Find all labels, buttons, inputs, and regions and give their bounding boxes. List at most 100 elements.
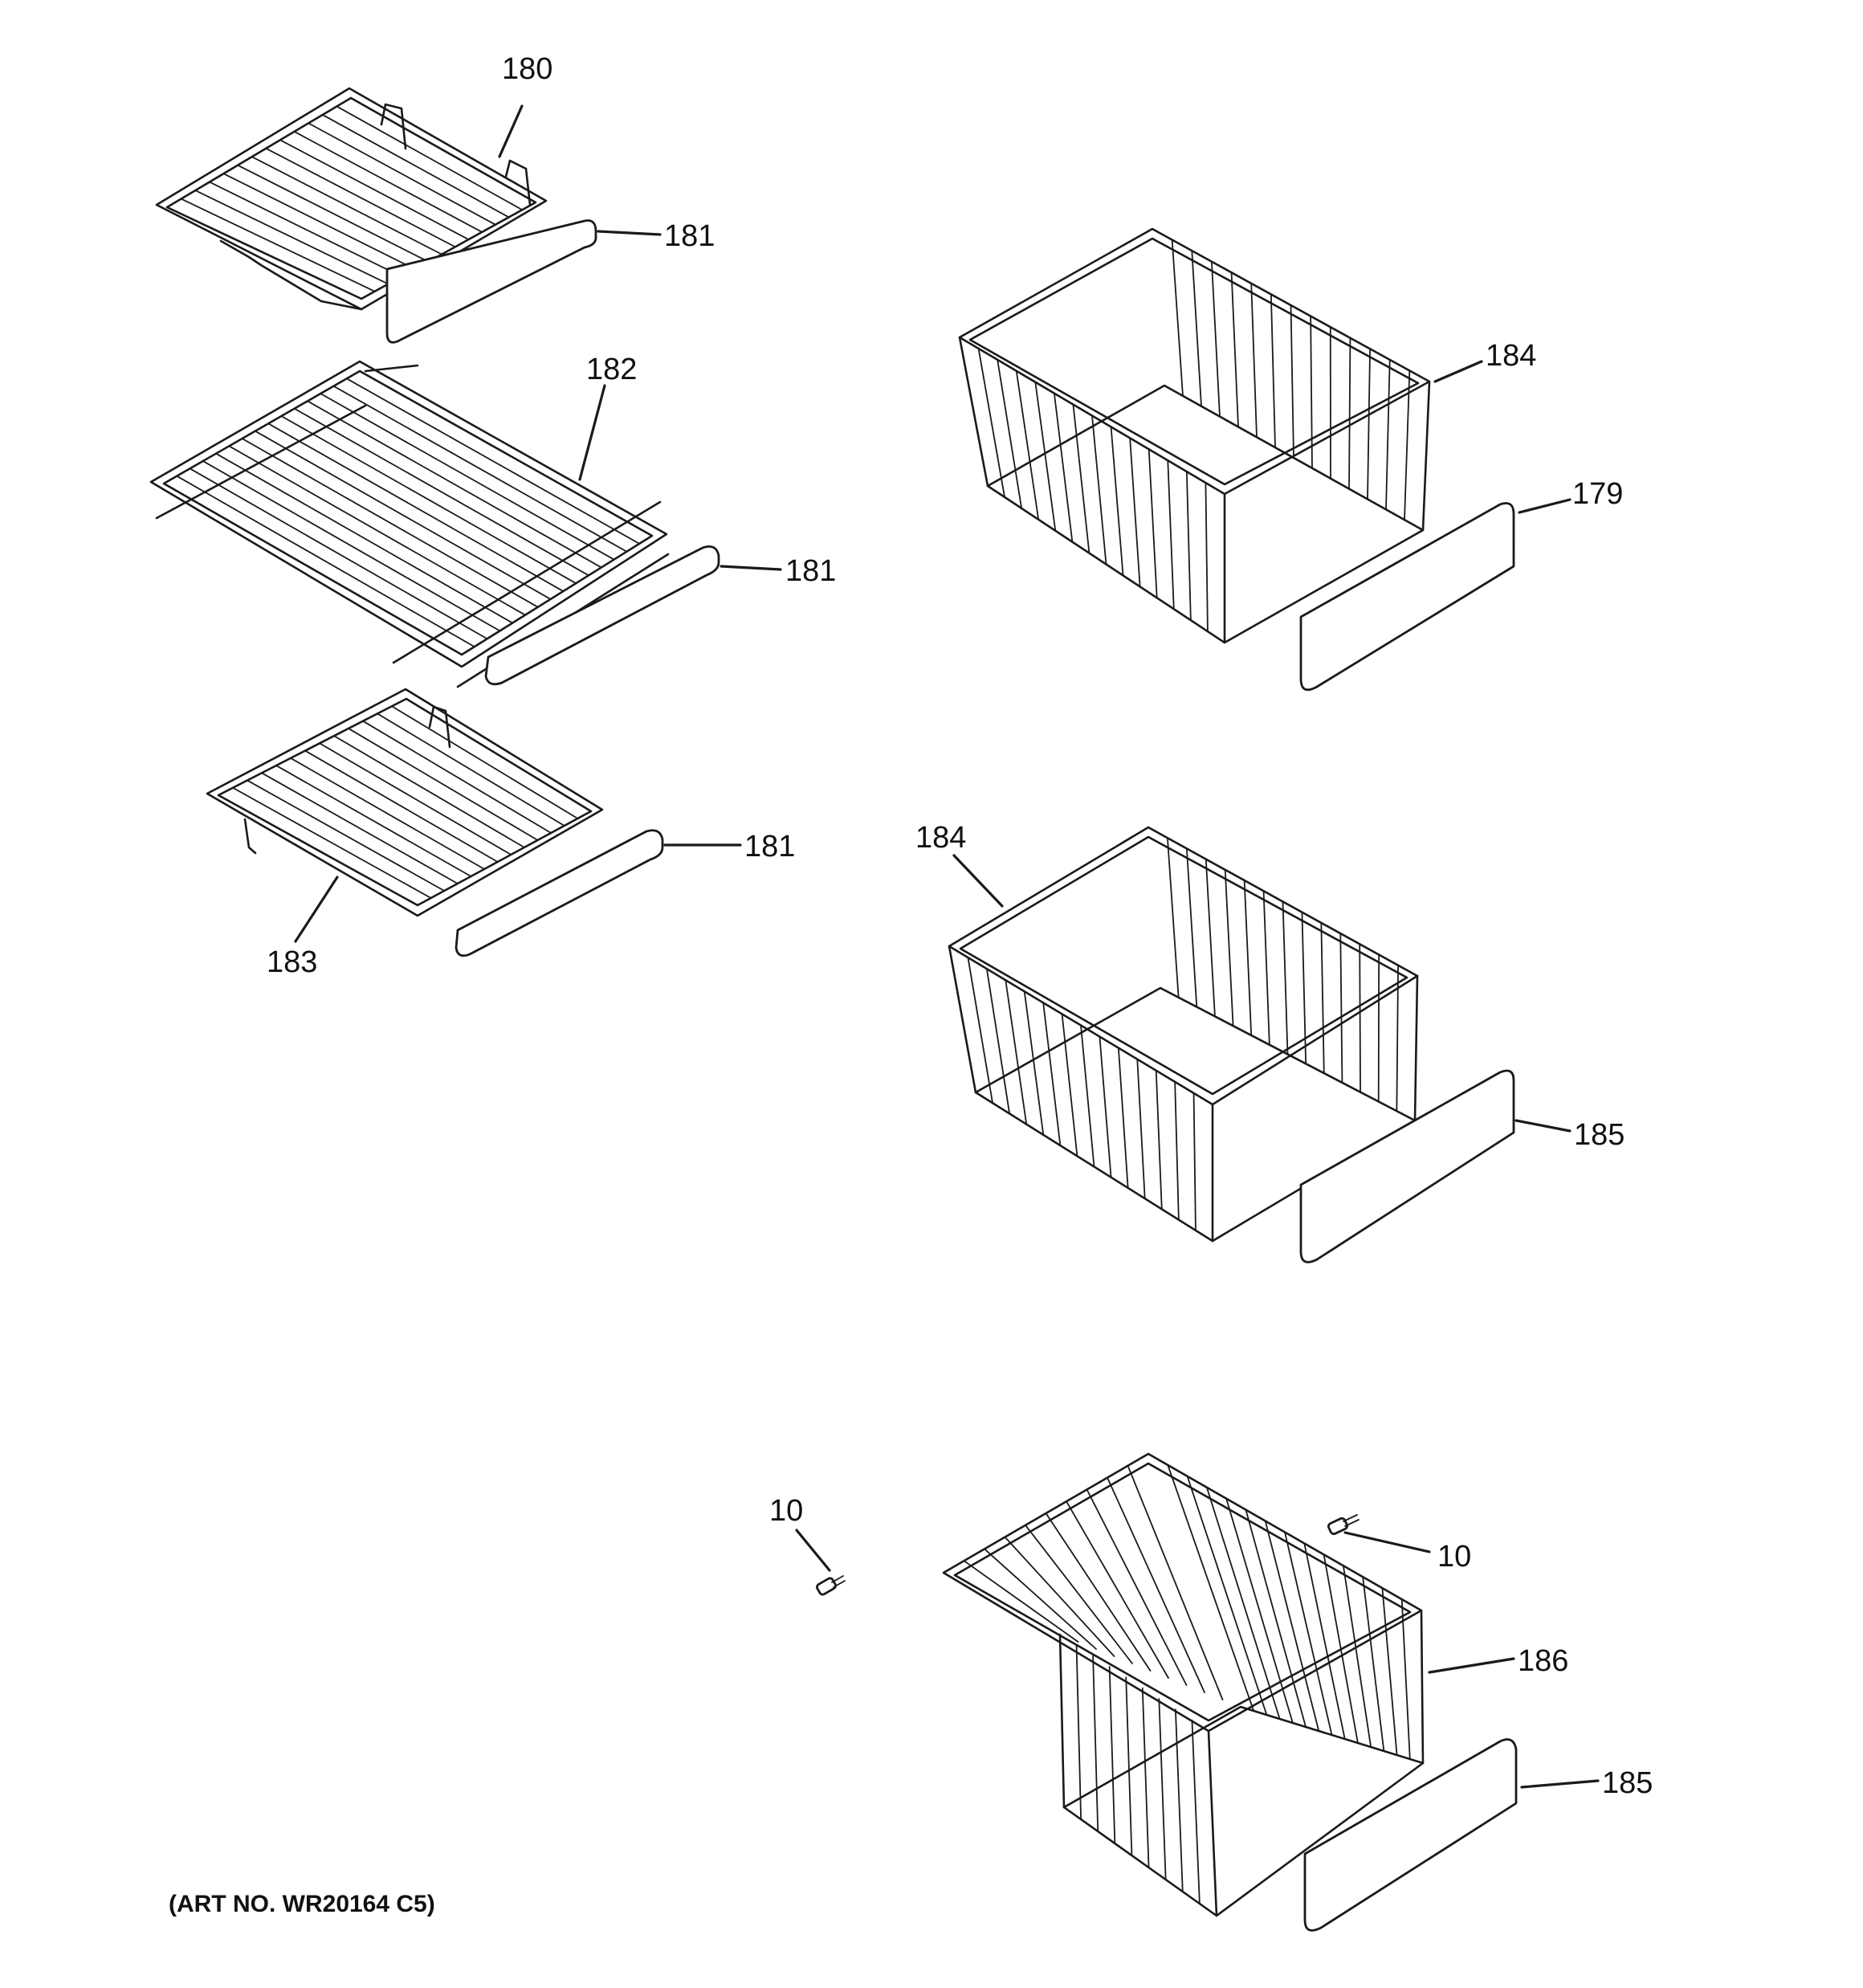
leader-185-b (1520, 1779, 1600, 1789)
basket-186 (942, 1452, 1425, 1917)
basket-wire (1155, 1069, 1163, 1210)
shelf-rod (215, 452, 514, 624)
leader-10-b (1343, 1531, 1431, 1553)
basket-wire (1225, 1497, 1294, 1724)
basket-wire (1125, 1676, 1133, 1856)
basket-wire (1224, 868, 1234, 1027)
basket-wire (1080, 1024, 1095, 1168)
basket-wire (1136, 1058, 1146, 1200)
callout-181-lower: 181 (744, 830, 795, 863)
basket-wire (1191, 250, 1202, 407)
shelf-rod (237, 164, 430, 263)
callout-10-left: 10 (769, 1494, 803, 1528)
basket-wire (1015, 369, 1040, 520)
basket-wire (1066, 1500, 1169, 1679)
basket-wire (1245, 1508, 1307, 1728)
basket-wire (1348, 337, 1351, 490)
basket-wire (1023, 990, 1045, 1136)
art-number: (ART NO. WR20164 C5) (169, 1891, 435, 1917)
basket-wire (1174, 1708, 1184, 1892)
basket-wire (1158, 1698, 1167, 1880)
basket-wire (1004, 1536, 1115, 1657)
callout-182: 182 (586, 353, 637, 386)
basket-wire (1075, 1644, 1082, 1820)
basket-wire (1186, 1475, 1268, 1716)
basket-wire (1117, 1047, 1129, 1189)
basket-wire (1290, 304, 1294, 459)
leader-184-b (952, 854, 1004, 908)
basket-wire (1367, 348, 1371, 500)
basket-wire (1185, 471, 1192, 622)
shelf-rod (228, 445, 526, 616)
shelf-rod (265, 147, 456, 248)
leader-185-a (1514, 1119, 1572, 1133)
basket-wire (1034, 381, 1057, 532)
basket-wire (1262, 890, 1270, 1046)
basket-wire (1045, 1512, 1152, 1672)
basket-wire (1025, 1524, 1133, 1664)
basket-wire (1205, 482, 1209, 632)
callout-186: 186 (1518, 1644, 1568, 1678)
leader-10-a (795, 1529, 831, 1572)
callout-184-middle: 184 (915, 821, 966, 855)
basket-wire (1205, 1486, 1281, 1720)
callout-180: 180 (502, 52, 552, 86)
callout-183: 183 (267, 945, 317, 979)
basket-wire (1167, 1464, 1255, 1712)
shelf-rod (254, 430, 552, 600)
basket-wire (1284, 1531, 1333, 1736)
shelf-rod (362, 720, 552, 834)
basket-wire (1092, 1655, 1099, 1832)
shelf-rod (293, 407, 589, 577)
shelf-rod (320, 393, 615, 561)
basket-wire (1110, 426, 1124, 577)
shelf-182 (149, 360, 670, 688)
basket-wire (1191, 1719, 1201, 1904)
basket-wire (1243, 880, 1253, 1036)
basket-wire (1320, 922, 1325, 1074)
basket-wire (1127, 1464, 1224, 1700)
leader-181-b (720, 565, 782, 571)
basket-wire (1396, 964, 1399, 1112)
shelf-rod (345, 378, 641, 545)
trim-185-middle (1299, 1069, 1515, 1263)
basket-wire (1362, 1576, 1385, 1752)
shelf-rod (336, 105, 524, 211)
shelf-rod (267, 423, 565, 592)
leader-183 (294, 876, 339, 943)
shelf-rod (208, 181, 402, 278)
basket-wire (1205, 858, 1216, 1018)
basket-wire (1400, 1598, 1411, 1760)
basket-wire (1303, 1542, 1346, 1740)
leader-181-a (597, 230, 662, 236)
shelf-rod (251, 156, 443, 255)
shelf-rod (241, 438, 539, 608)
leader-182 (578, 384, 606, 481)
basket-wire (1091, 414, 1107, 565)
basket-wire (1404, 369, 1411, 521)
leader-184-a (1433, 360, 1483, 383)
screw-10-left (816, 1575, 846, 1596)
basket-wire (1270, 293, 1276, 449)
basket-wire (1310, 315, 1313, 469)
basket-wire (977, 348, 1005, 498)
basket-wire (1250, 282, 1258, 439)
basket-184-top (958, 227, 1431, 644)
basket-wire (984, 1548, 1097, 1650)
basket-wire (1005, 979, 1028, 1125)
shelf-rod (307, 400, 602, 569)
trim-179 (1299, 502, 1515, 692)
basket-wire (967, 957, 993, 1104)
basket-wire (963, 1560, 1079, 1643)
basket-wire (1086, 1488, 1188, 1686)
leader-180 (498, 104, 524, 158)
shelf-rod (304, 749, 499, 863)
trim-181-top (385, 219, 597, 344)
basket-wire (1072, 403, 1090, 554)
basket-wire (1230, 271, 1239, 428)
shelf-rod (290, 757, 485, 870)
basket-wire (1171, 239, 1184, 397)
basket-wire (1339, 933, 1343, 1084)
shelf-rod (247, 779, 446, 892)
basket-wire (1141, 1687, 1150, 1868)
